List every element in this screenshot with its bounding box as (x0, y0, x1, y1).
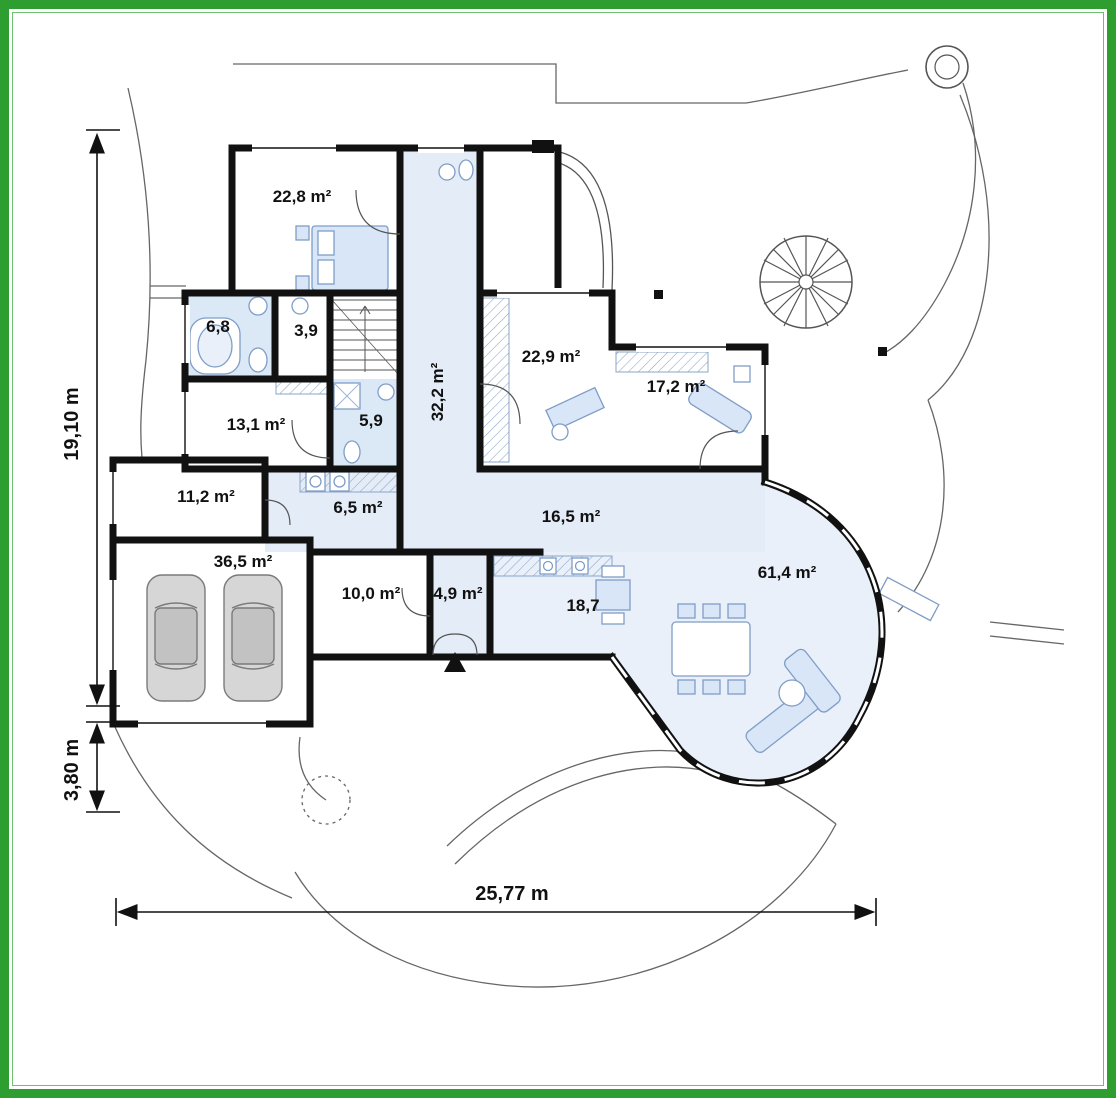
window (108, 580, 118, 670)
label-closet: 3,9 (294, 321, 318, 340)
driveway-dotted-circle (301, 775, 351, 825)
lounger (878, 576, 940, 622)
door-room229 (479, 383, 521, 425)
sink-2 (291, 297, 309, 315)
dim-height-small-label: 3,80 m (61, 739, 83, 801)
sink-1 (248, 296, 268, 316)
post-2 (878, 347, 887, 356)
toilet-2 (343, 440, 361, 464)
terrace-arc-1 (446, 749, 707, 847)
label-bedroom: 22,8 m² (273, 187, 332, 206)
car-1 (146, 574, 206, 702)
site-outline-lines (114, 45, 1065, 988)
bed (295, 225, 389, 291)
desk-229 (545, 386, 605, 432)
right-stub (989, 621, 1065, 645)
left-small-lines (150, 285, 186, 299)
label-entry: 4,9 m² (433, 584, 482, 603)
post-1 (654, 290, 663, 299)
door-arcs (264, 189, 739, 656)
garden-sweep-bottom (294, 823, 837, 988)
dimension-lines (86, 129, 877, 926)
glazed-nook-arc-1 (559, 151, 614, 291)
door-entry-right (454, 633, 478, 656)
glazed-nook-arc-2 (555, 161, 605, 289)
right-curve-3 (897, 399, 945, 613)
roof-outline (233, 63, 746, 104)
door-garage (264, 499, 291, 526)
cars (146, 574, 283, 702)
room-labels: 22,8 m² 6,8 3,9 13,1 m² 5,9 32,2 m² 22,9… (177, 187, 816, 615)
label-utility: 6,5 m² (333, 498, 382, 517)
label-garage: 36,5 m² (214, 552, 273, 571)
wardrobe-229 (482, 297, 510, 463)
terrace-arc-2 (454, 766, 713, 865)
curve-to-turret (745, 69, 909, 104)
door-room100 (401, 587, 431, 617)
right-curve-1 (885, 82, 977, 353)
left-property-line (127, 87, 151, 459)
breakfast-table-set (595, 565, 631, 625)
window (497, 288, 589, 298)
window (180, 392, 190, 454)
wardrobe-172 (615, 351, 709, 373)
bathtub (189, 317, 241, 375)
driveway-arc (298, 736, 327, 801)
label-room100: 10,0 m² (342, 584, 401, 603)
label-hall165: 16,5 m² (542, 507, 601, 526)
floor-corridor (400, 148, 480, 552)
car-2 (223, 574, 283, 702)
sink-3 (377, 383, 395, 401)
label-office: 17,2 m² (647, 377, 706, 396)
toilet-1 (248, 347, 268, 373)
entrance-triangle (444, 652, 466, 672)
label-room229: 22,9 m² (522, 347, 581, 366)
plan-markers (444, 140, 887, 672)
window (418, 143, 464, 153)
label-hall112: 11,2 m² (177, 487, 235, 506)
sink-top (438, 163, 456, 181)
door-bedroom (355, 189, 401, 235)
turret-circle-inner (934, 54, 960, 80)
door-entry-left (432, 633, 456, 656)
label-kitchen: 18,7 (566, 596, 599, 615)
kitchen-stove (571, 557, 589, 575)
dining-set (671, 603, 751, 695)
label-room131: 13,1 m² (227, 415, 286, 434)
stairs (331, 299, 399, 375)
floor-entry (430, 552, 490, 657)
chimney (532, 140, 554, 153)
garage-door (138, 718, 266, 729)
washer-1 (305, 471, 326, 492)
dim-height-label: 19,10 m (61, 387, 83, 460)
chair-229 (551, 423, 569, 441)
garden-sweep-left (114, 726, 293, 899)
window (636, 342, 726, 352)
window (108, 472, 118, 524)
window (252, 143, 336, 153)
label-corridor: 32,2 m² (428, 362, 447, 421)
washer-2 (329, 471, 350, 492)
label-bathroom2: 5,9 (359, 411, 383, 430)
windows (108, 143, 770, 729)
spiral-staircase (759, 235, 853, 329)
floor-hall165 (480, 469, 765, 552)
door-office (699, 430, 739, 470)
window (180, 305, 190, 363)
label-living: 61,4 m² (758, 563, 817, 582)
lounge-172 (688, 382, 752, 434)
furniture (189, 159, 940, 753)
window (760, 365, 770, 435)
door-room131 (291, 419, 331, 459)
living-glazing (610, 480, 884, 785)
kitchen-sink (539, 557, 557, 575)
cabinet-172 (733, 365, 751, 383)
dimension-labels: 19,10 m 3,80 m 25,77 m (61, 387, 549, 905)
label-bathroom1: 6,8 (206, 317, 230, 336)
sofa-set (745, 648, 841, 753)
right-curve-2 (927, 94, 990, 401)
toilet-top (458, 159, 474, 181)
dim-width-label: 25,77 m (475, 883, 548, 905)
